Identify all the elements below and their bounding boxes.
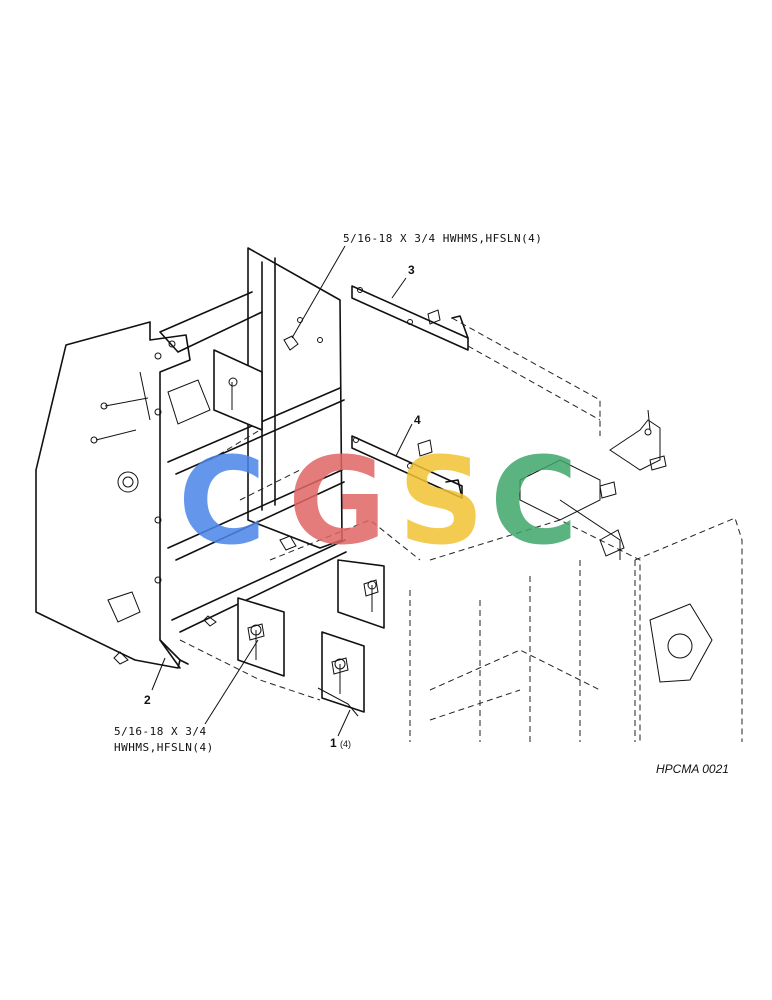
watermark-cgsc: C G S C (178, 433, 578, 572)
item-number-3: 3 (408, 263, 415, 277)
reference-components-dashed (179, 317, 743, 742)
bracket-item-4 (351, 435, 463, 499)
item-number-1: 1 (330, 736, 337, 750)
item-number-4: 4 (414, 413, 421, 427)
item-1-quantity: (4) (340, 739, 351, 749)
watermark-letter-g: G (288, 433, 387, 572)
fasteners (247, 335, 379, 675)
mounting-plates (213, 349, 385, 717)
leader-lines (151, 245, 413, 737)
callout-bottom-fastener-line1: 5/16-18 X 3/4 (114, 725, 207, 738)
callout-bottom-fastener-line2: HWHMS,HFSLN(4) (114, 741, 214, 754)
callout-top-fastener: 5/16-18 X 3/4 HWHMS,HFSLN(4) (343, 232, 542, 245)
frame-assembly (35, 247, 347, 669)
bracket-item-3 (351, 285, 469, 351)
watermark-letter-c2: C (490, 433, 578, 572)
watermark-letter-c1: C (178, 433, 266, 572)
figure-reference: HPCMA 0021 (656, 762, 729, 776)
watermark-letter-s: S (398, 433, 484, 572)
item-number-2: 2 (144, 693, 151, 707)
